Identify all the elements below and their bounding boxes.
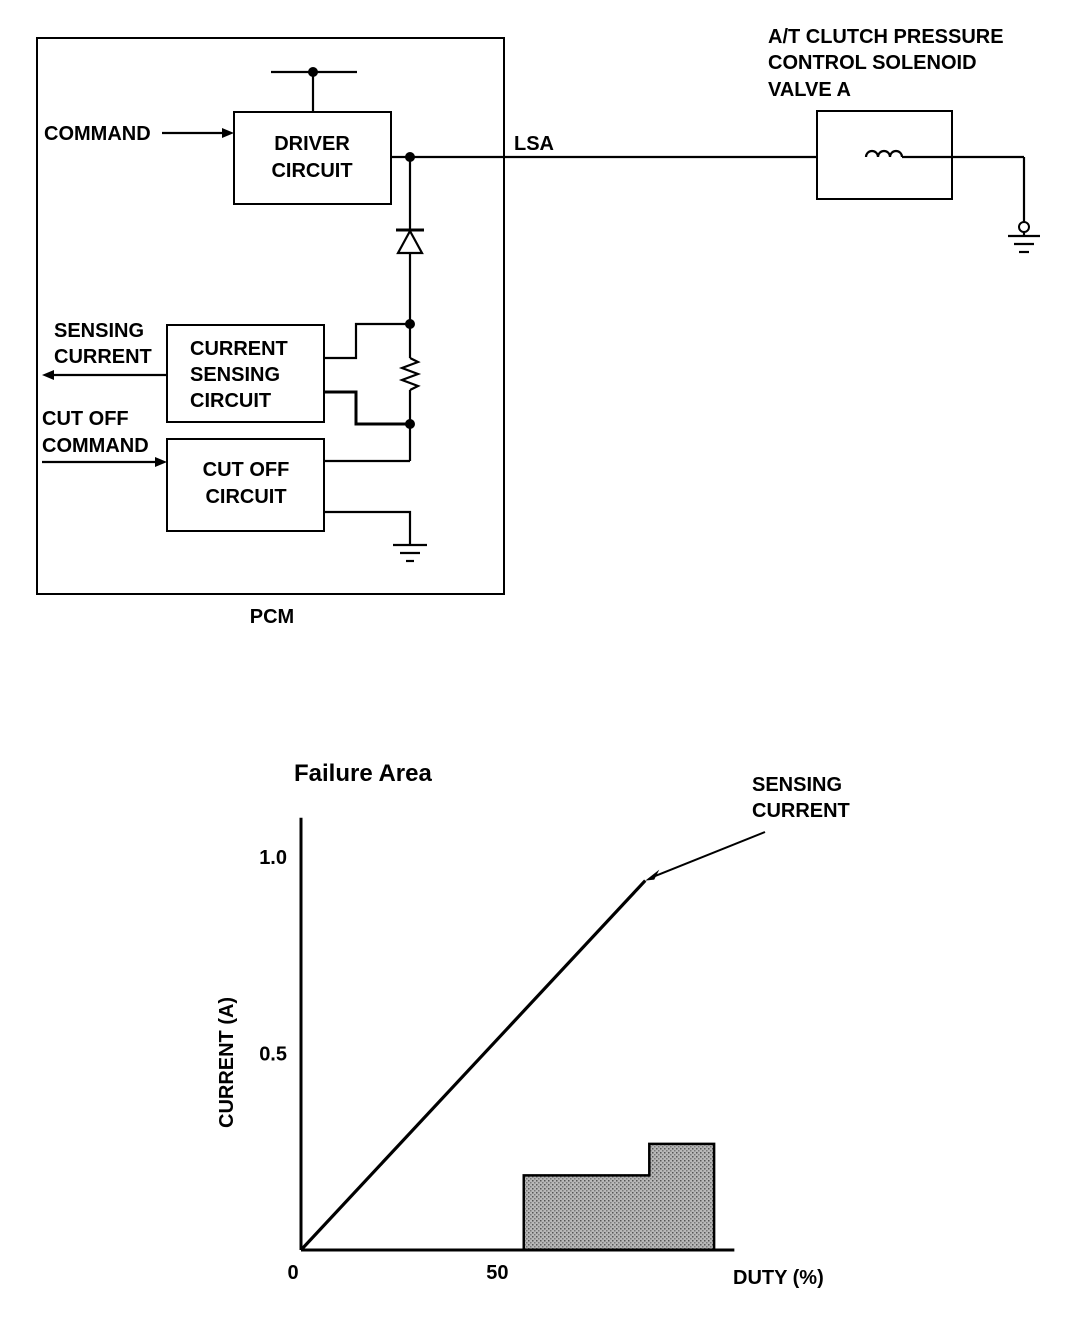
- cut-off-circuit-box: [166, 438, 325, 532]
- solenoid-box: [816, 110, 953, 200]
- cut-off-circuit-line-1: CUT OFF: [203, 459, 290, 481]
- cut-off-command-label-1: CUT OFF: [42, 408, 129, 430]
- solenoid-label-3: VALVE A: [768, 79, 851, 101]
- lsa-label: LSA: [514, 133, 554, 155]
- cut-off-command-arrow-icon: [155, 457, 167, 467]
- driver-circuit-box: [233, 111, 392, 205]
- cut-off-circuit-line-2: CIRCUIT: [205, 486, 286, 508]
- command-arrow-icon: [222, 128, 234, 138]
- annotation-arrowhead-icon: [645, 869, 660, 881]
- schematic: PCM DRIVER CIRCUIT COMMAND LSA CURRENT: [36, 26, 1040, 628]
- cutoff-ground-wire: [324, 510, 412, 545]
- sensing-current-arrow-icon: [42, 370, 54, 380]
- pcm-ground-icon: [393, 543, 427, 563]
- sensing-current-label-1: SENSING: [54, 320, 144, 342]
- failure-area-chart: Failure Area SENSING CURRENT 1.0 0.5 0 5…: [216, 760, 850, 1289]
- sensing-current-series-line: [299, 879, 647, 1252]
- sense-tap-lower: [324, 390, 410, 426]
- y-tick-label-1.0: 1.0: [259, 847, 287, 869]
- current-sensing-circuit-box: [166, 324, 325, 423]
- chart-title: Failure Area: [294, 760, 432, 787]
- driver-circuit-line-1: DRIVER: [274, 133, 350, 155]
- current-sensing-line-2: SENSING: [190, 364, 280, 386]
- annotation-leader-line: [650, 831, 766, 879]
- failure-area-region: [522, 1142, 716, 1252]
- solenoid-label-1: A/T CLUTCH PRESSURE: [768, 26, 1004, 48]
- current-sensing-line-1: CURRENT: [190, 338, 288, 360]
- driver-circuit-line-2: CIRCUIT: [271, 160, 352, 182]
- annotation-label-2: CURRENT: [752, 800, 850, 822]
- annotation-label-1: SENSING: [752, 774, 842, 796]
- command-label: COMMAND: [44, 123, 151, 145]
- x-tick-label-50: 50: [486, 1262, 508, 1284]
- sensing-current-label-2: CURRENT: [54, 346, 152, 368]
- solenoid-label-2: CONTROL SOLENOID: [768, 52, 977, 74]
- sense-tap-upper: [324, 322, 410, 360]
- coil-icon: [864, 149, 904, 158]
- pcm-label: PCM: [250, 606, 294, 628]
- current-sensing-line-3: CIRCUIT: [190, 390, 271, 412]
- resistor-icon: [398, 357, 422, 391]
- x-tick-label-0: 0: [287, 1262, 298, 1284]
- chassis-ground-icon: [1008, 221, 1040, 254]
- y-axis-label: CURRENT (A): [216, 997, 238, 1128]
- y-tick-label-0.5: 0.5: [259, 1044, 287, 1066]
- supply-node: [308, 67, 318, 77]
- sensing-current-annotation-arrow: [645, 831, 766, 881]
- x-axis-label: DUTY (%): [733, 1267, 824, 1289]
- cut-off-command-label-2: COMMAND: [42, 435, 149, 457]
